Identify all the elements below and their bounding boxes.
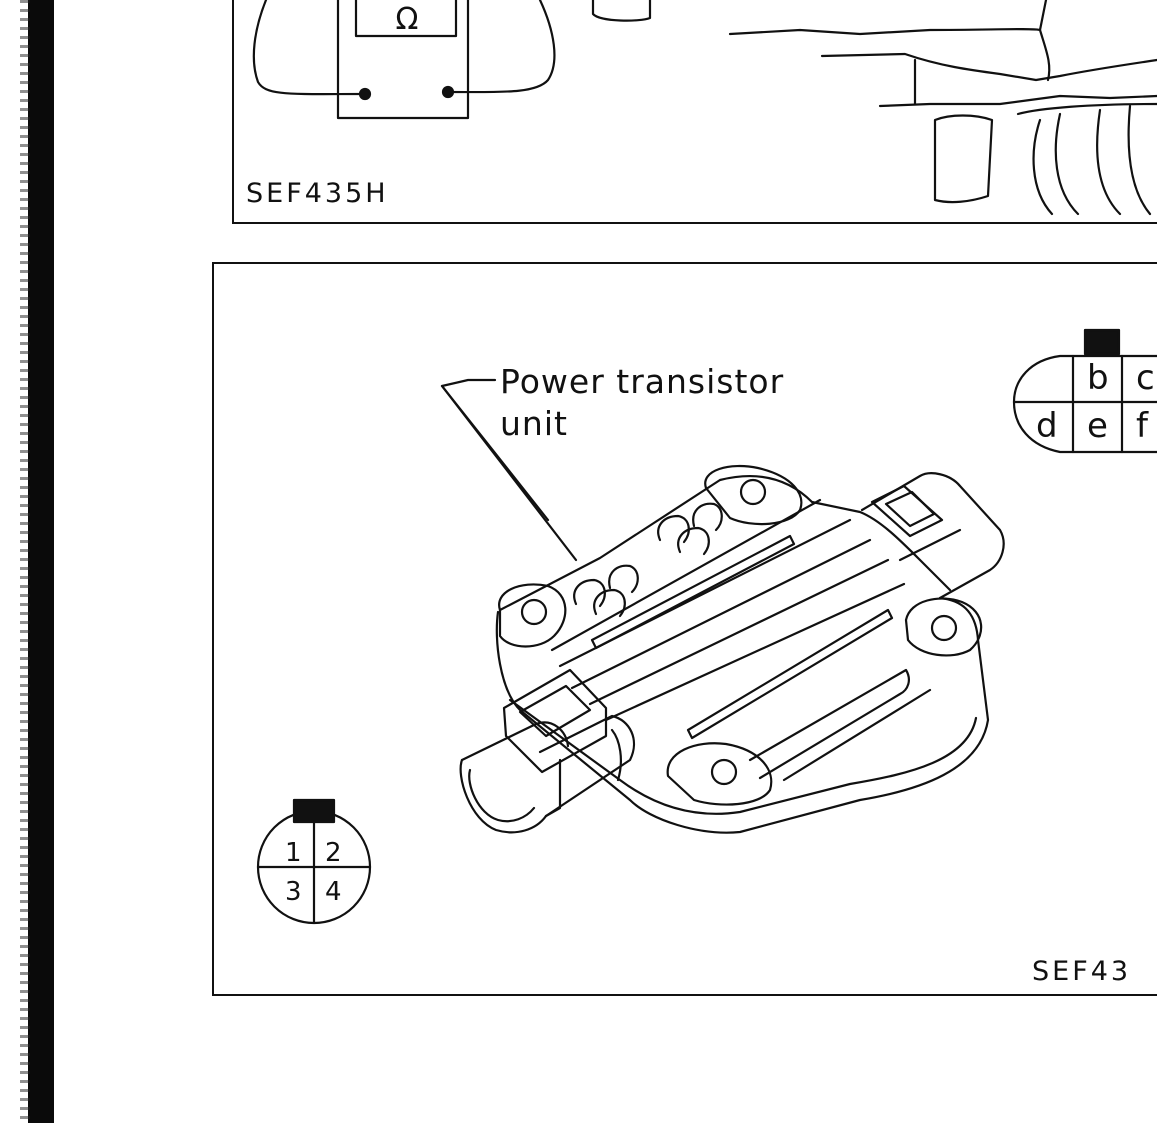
figure-bottom-frame [212, 262, 1157, 996]
engine-part-drawing [591, 0, 1157, 216]
callout-line-2: unit [500, 404, 568, 443]
ohmmeter-icon [252, 0, 556, 120]
pin-d: d [1036, 406, 1058, 446]
power-transistor-unit-drawing [459, 464, 1005, 834]
pin-e: e [1087, 406, 1108, 446]
callout-label: Power transistor unit [500, 361, 784, 445]
pin-1: 1 [285, 838, 302, 868]
figure-code-bottom: SEF43 [1032, 956, 1132, 987]
figure-code-top: SEF435H [246, 178, 389, 209]
pin-c: c [1136, 358, 1155, 398]
pin-3: 3 [285, 877, 302, 907]
pin-4: 4 [325, 877, 342, 907]
pin-b: b [1087, 358, 1109, 398]
ohm-symbol: Ω [396, 2, 419, 37]
pin-2: 2 [325, 838, 342, 868]
pin-f: f [1136, 406, 1148, 446]
callout-line-1: Power transistor [500, 362, 785, 401]
callout-leader-line [440, 378, 578, 562]
binding-edge [20, 0, 54, 1123]
connector-face-large [1012, 354, 1157, 454]
figure-top-frame [232, 0, 1157, 224]
